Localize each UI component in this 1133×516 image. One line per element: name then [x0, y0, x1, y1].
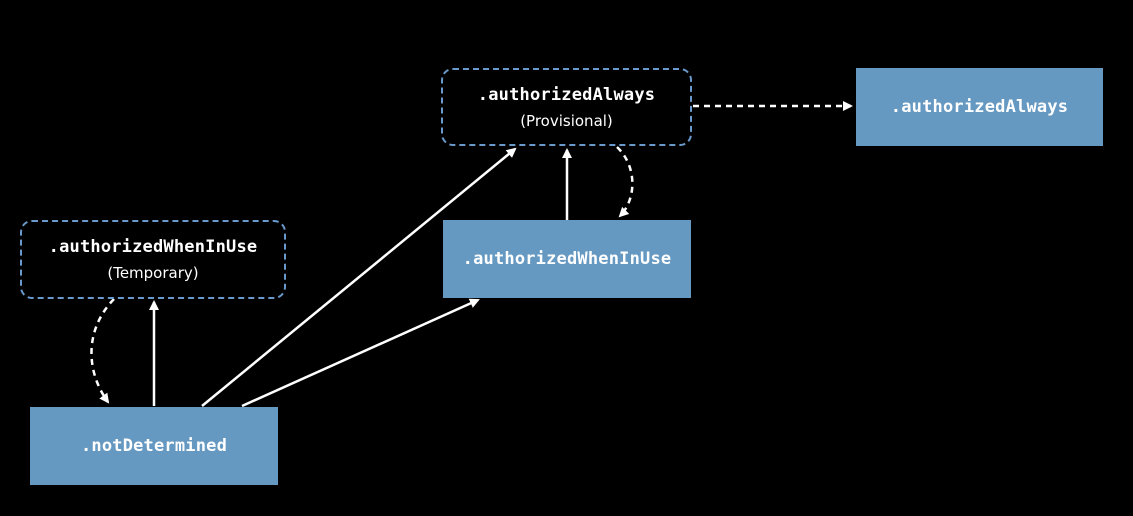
- arrow-notdetermined-to-provisional: [201, 147, 517, 407]
- when-in-use-node: .authorizedWhenInUse: [443, 220, 691, 298]
- arrow-temporary-to-notdetermined: [90, 298, 115, 404]
- when-in-use-label: .authorizedWhenInUse: [462, 249, 672, 269]
- temporary-when-in-use-node: .authorizedWhenInUse (Temporary): [20, 220, 286, 299]
- provisional-always-label: .authorizedAlways: [477, 84, 656, 105]
- always-label: .authorizedAlways: [890, 97, 1069, 117]
- arrow-provisional-to-wheninuse: [616, 146, 634, 218]
- always-node: .authorizedAlways: [856, 68, 1103, 146]
- arrow-notdetermined-to-wheninuse: [241, 298, 480, 408]
- provisional-note: (Provisional): [520, 111, 613, 130]
- provisional-always-node: .authorizedAlways (Provisional): [441, 68, 692, 146]
- temporary-note: (Temporary): [107, 264, 199, 282]
- temporary-when-in-use-label: .authorizedWhenInUse: [48, 237, 258, 257]
- not-determined-node: .notDetermined: [30, 407, 278, 485]
- not-determined-label: .notDetermined: [80, 436, 228, 456]
